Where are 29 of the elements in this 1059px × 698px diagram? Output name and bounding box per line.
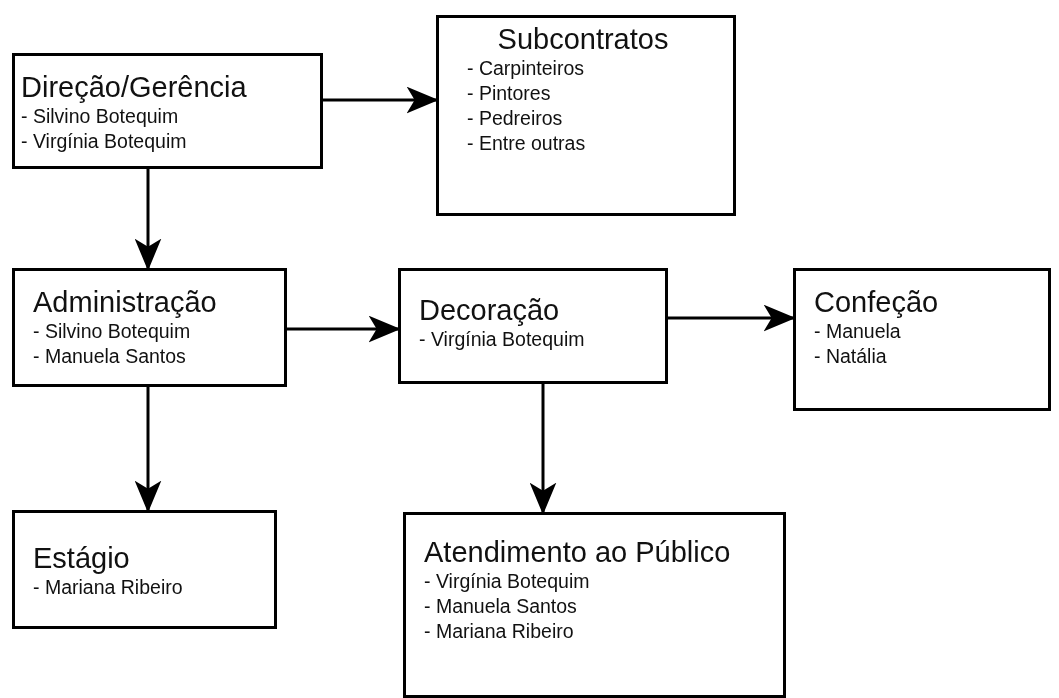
box-heading: Atendimento ao Público <box>424 535 732 569</box>
org-box <box>398 268 668 384</box>
box-heading: Decoração <box>419 293 561 327</box>
list-item: - Mariana Ribeiro <box>424 619 575 644</box>
box-heading: Confeção <box>814 285 940 319</box>
box-heading: Administração <box>33 285 218 319</box>
org-box <box>12 53 323 169</box>
box-heading: Direção/Gerência <box>21 70 248 104</box>
list-item: - Pintores <box>467 81 552 106</box>
list-item: - Manuela <box>814 319 902 344</box>
box-heading: Estágio <box>33 541 131 575</box>
org-box <box>793 268 1051 411</box>
org-box <box>436 15 736 216</box>
org-box <box>12 268 287 387</box>
list-item: - Manuela Santos <box>33 344 187 369</box>
list-item: - Pedreiros <box>467 106 564 131</box>
list-item: - Mariana Ribeiro <box>33 575 184 600</box>
list-item: - Carpinteiros <box>467 56 586 81</box>
list-item: - Virgínia Botequim <box>21 129 188 154</box>
list-item: - Silvino Botequim <box>21 104 180 129</box>
list-item: - Virgínia Botequim <box>424 569 591 594</box>
org-box <box>403 512 786 698</box>
list-item: - Silvino Botequim <box>33 319 192 344</box>
list-item: - Natália <box>814 344 888 369</box>
org-box <box>12 510 277 629</box>
list-item: - Entre outras <box>467 131 587 156</box>
list-item: - Virgínia Botequim <box>419 327 586 352</box>
box-heading: Subcontratos <box>496 22 670 56</box>
list-item: - Manuela Santos <box>424 594 578 619</box>
